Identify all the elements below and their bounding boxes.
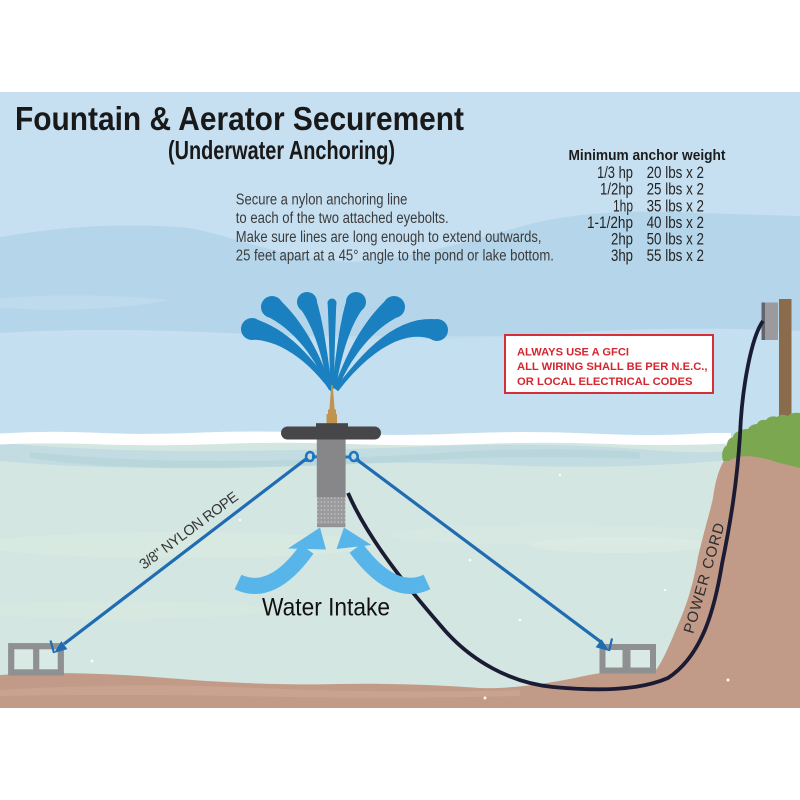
svg-text:1/2hp: 1/2hp [600, 181, 633, 199]
svg-text:2hp: 2hp [611, 231, 633, 249]
svg-text:50 lbs x 2: 50 lbs x 2 [647, 231, 704, 249]
svg-text:to each of the two attached ey: to each of the two attached eyebolts. [236, 210, 449, 227]
svg-text:OR LOCAL ELECTRICAL CODES: OR LOCAL ELECTRICAL CODES [517, 376, 693, 388]
svg-text:3hp: 3hp [611, 247, 633, 265]
svg-text:Fountain & Aerator Securement: Fountain & Aerator Securement [15, 100, 464, 137]
svg-text:ALWAYS USE A GFCI: ALWAYS USE A GFCI [517, 346, 629, 358]
svg-text:20 lbs x 2: 20 lbs x 2 [647, 164, 704, 182]
svg-text:1hp: 1hp [613, 197, 633, 215]
svg-text:35 lbs x 2: 35 lbs x 2 [647, 197, 704, 215]
svg-text:25 feet apart at a 45° angle t: 25 feet apart at a 45° angle to the pond… [236, 247, 554, 264]
svg-text:1-1/2hp: 1-1/2hp [587, 214, 633, 232]
svg-text:Secure a nylon anchoring line: Secure a nylon anchoring line [236, 192, 408, 209]
svg-text:ALL WIRING SHALL BE PER N.E.C.: ALL WIRING SHALL BE PER N.E.C., [517, 361, 708, 373]
svg-text:55 lbs x 2: 55 lbs x 2 [647, 247, 704, 265]
svg-text:Water Intake: Water Intake [262, 594, 390, 622]
svg-text:Minimum anchor weight: Minimum anchor weight [569, 147, 726, 164]
svg-text:Make sure lines are long enoug: Make sure lines are long enough to exten… [236, 229, 542, 246]
svg-text:40 lbs x 2: 40 lbs x 2 [647, 214, 704, 232]
svg-text:(Underwater Anchoring): (Underwater Anchoring) [168, 135, 395, 165]
svg-text:1/3 hp: 1/3 hp [597, 164, 633, 182]
svg-text:25 lbs x 2: 25 lbs x 2 [647, 181, 704, 199]
